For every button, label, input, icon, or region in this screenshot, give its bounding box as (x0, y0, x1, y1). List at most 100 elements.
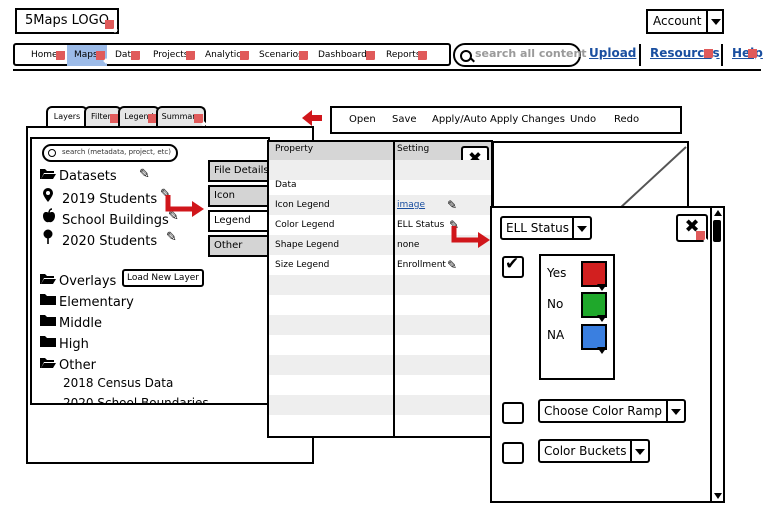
legend-items-box: Yes No NA (539, 254, 615, 380)
icon-button[interactable]: Icon (208, 185, 272, 207)
scroll-up-icon[interactable] (714, 210, 722, 216)
map-pin-icon (42, 187, 62, 207)
pencil-icon[interactable]: ✎ (160, 187, 171, 202)
annotation-flag-icon (696, 231, 705, 240)
apply-changes-button[interactable]: Apply/Auto Apply Changes (432, 114, 565, 125)
annotation-flag-icon (418, 51, 427, 60)
table-row[interactable]: Size Legend Enrollment ✎ (269, 255, 491, 275)
overlay-elementary[interactable]: Elementary (39, 292, 134, 310)
tree-datasets[interactable]: Datasets (39, 166, 117, 184)
search-input[interactable]: search all content (453, 43, 587, 67)
overlay-high[interactable]: High (39, 334, 89, 352)
scroll-down-icon[interactable] (714, 493, 722, 499)
icon-legend-setting[interactable]: image (397, 200, 426, 210)
nav-analytics[interactable]: Analytics (205, 45, 249, 66)
color-buckets-dropdown[interactable]: Color Buckets (538, 439, 650, 463)
annotation-flag-icon (366, 51, 375, 60)
table-row[interactable]: Data (275, 180, 297, 190)
swatch-yes[interactable] (581, 261, 607, 291)
chevron-down-icon (630, 441, 648, 461)
undo-button[interactable]: Undo (570, 114, 597, 125)
pencil-icon[interactable]: ✎ (447, 198, 458, 212)
legend-button[interactable]: Legend (208, 210, 272, 232)
account-dropdown[interactable]: Account (646, 9, 724, 34)
annotation-flag-icon (110, 114, 119, 123)
upload-link[interactable]: Upload (589, 46, 637, 60)
color-ramp-dropdown[interactable]: Choose Color Ramp (538, 399, 686, 423)
legend-label-no: No (547, 297, 564, 311)
save-button[interactable]: Save (392, 114, 417, 125)
folder-open-icon (39, 271, 59, 289)
nav-maps[interactable]: Maps (67, 45, 107, 66)
search-icon (48, 149, 56, 157)
nav-data[interactable]: Data (115, 45, 140, 66)
other-button[interactable]: Other (208, 235, 272, 257)
tab-legend[interactable]: Legend (118, 106, 160, 128)
layer-2018-census[interactable]: 2018 Census Data (63, 376, 174, 390)
legend-enable-checkbox[interactable]: ✔ (502, 254, 524, 278)
load-new-layer-button[interactable]: Load New Layer (122, 269, 204, 287)
arrow-right-icon (451, 226, 490, 248)
account-label: Account (653, 14, 702, 28)
tree-overlays[interactable]: Overlays (39, 271, 116, 289)
pencil-icon[interactable]: ✎ (168, 209, 179, 224)
layer-2020-boundaries[interactable]: 2020 School Boundaries (63, 396, 209, 405)
nav-dashboards[interactable]: Dashboards (318, 45, 375, 66)
annotation-flag-icon (194, 114, 203, 123)
open-button[interactable]: Open (349, 114, 376, 125)
nav-home[interactable]: Home (31, 45, 65, 66)
scroll-thumb[interactable] (713, 220, 721, 242)
legend-field-dropdown[interactable]: ELL Status (500, 216, 592, 240)
apple-icon (42, 208, 62, 228)
arrow-left-icon (302, 110, 322, 126)
table-row[interactable]: Shape Legend none (269, 235, 491, 255)
layer-search-placeholder: search (metadata, project, etc) (62, 148, 171, 156)
folder-icon (39, 292, 59, 310)
nav-divider (639, 44, 641, 66)
pencil-icon[interactable]: ✎ (139, 167, 150, 182)
swatch-no[interactable] (581, 292, 607, 322)
nav-underline (13, 69, 761, 71)
tab-layers[interactable]: Layers (46, 106, 88, 128)
map-preview (492, 141, 689, 211)
layers-panel: search (metadata, project, etc) Datasets… (30, 137, 270, 405)
layer-2019-students[interactable]: 2019 Students (42, 187, 157, 207)
overlay-middle[interactable]: Middle (39, 313, 102, 331)
legend-scrollbar[interactable] (710, 208, 723, 501)
resources-link[interactable]: Resources (650, 46, 720, 60)
annotation-flag-icon (240, 51, 249, 60)
nav-scenarios[interactable]: Scenarios (259, 45, 308, 66)
property-table-header: Property Setting (269, 142, 491, 160)
help-link[interactable]: Help (732, 46, 763, 60)
layer-school-buildings[interactable]: School Buildings (42, 208, 169, 228)
pencil-icon[interactable]: ✎ (449, 218, 460, 232)
tab-summary[interactable]: Summary (156, 106, 206, 128)
search-icon (460, 50, 472, 62)
color-ramp-checkbox[interactable] (502, 402, 524, 424)
layer-2020-students[interactable]: 2020 Students (42, 229, 157, 249)
table-row[interactable]: Color Legend ELL Status ✎ (269, 215, 491, 235)
tab-filters[interactable]: Filters (84, 106, 122, 128)
folder-icon (39, 313, 59, 331)
overlay-other[interactable]: Other (39, 355, 96, 373)
swatch-na[interactable] (581, 324, 607, 354)
legend-close-button[interactable]: ✖ (676, 214, 708, 242)
legend-panel: ELL Status ✖ ✔ Yes No NA Choose Color Ra… (490, 206, 725, 503)
pencil-icon[interactable]: ✎ (166, 230, 177, 245)
folder-open-icon (39, 355, 59, 373)
layer-search-input[interactable]: search (metadata, project, etc) (42, 144, 178, 162)
annotation-flag-icon (96, 51, 105, 60)
annotation-flag-icon (748, 49, 757, 58)
property-panel: Property Setting ✖ Data Icon Legend imag… (267, 140, 493, 438)
logo: 5Maps LOGO (15, 8, 119, 34)
nav-reports[interactable]: Reports (386, 45, 427, 66)
file-details-button[interactable]: File Details (208, 160, 272, 182)
color-buckets-checkbox[interactable] (502, 442, 524, 464)
layer-detail-buttons: File Details Icon Legend Other (208, 160, 272, 260)
nav-projects[interactable]: Projects (153, 45, 195, 66)
redo-button[interactable]: Redo (614, 114, 640, 125)
table-row[interactable]: Icon Legend image ✎ (269, 195, 491, 215)
chevron-down-icon (706, 11, 722, 32)
layers-tabs: Layers Filters Legend Summary (44, 106, 214, 128)
pencil-icon[interactable]: ✎ (447, 258, 458, 272)
